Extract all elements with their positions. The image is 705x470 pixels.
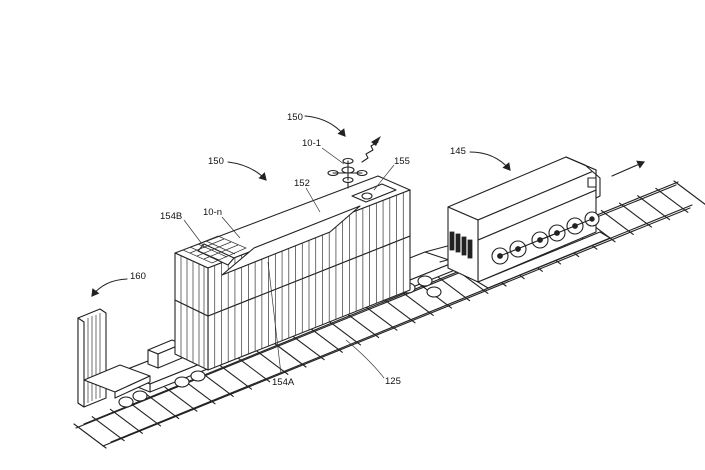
railroad-tie — [400, 290, 434, 317]
railroad-tie — [73, 423, 107, 449]
railroad-ties — [73, 180, 705, 449]
railroad-tie — [255, 349, 289, 375]
railroad-tie — [309, 327, 343, 353]
railroad-tie — [291, 335, 325, 361]
drone-10-1 — [327, 136, 381, 189]
label-10-1: 10-1 — [302, 138, 321, 149]
reference-labels: 150 150 10-1 155 145 152 154B 10-n 160 1… — [91, 112, 511, 388]
railroad-tie — [164, 386, 198, 412]
locomotive-wheels — [491, 211, 600, 265]
railroad-tie — [273, 342, 307, 368]
label-150-left: 150 — [208, 156, 224, 167]
railroad-tie — [91, 416, 125, 442]
car-160 — [77, 308, 183, 408]
railroad-tie — [382, 298, 416, 324]
railroad-tie — [109, 408, 143, 434]
roof-hatch-154B — [182, 235, 247, 264]
label-10-n: 10-n — [203, 207, 222, 218]
railroad-tie — [327, 320, 362, 346]
locomotive-grille — [449, 231, 473, 259]
railroad-tie — [655, 187, 689, 213]
label-152: 152 — [294, 178, 310, 189]
railroad-tie — [346, 312, 380, 339]
label-150-top: 150 — [287, 112, 303, 123]
container-stack — [174, 175, 411, 371]
railroad-tie — [673, 180, 705, 205]
railroad-tie — [364, 305, 398, 331]
label-155: 155 — [394, 156, 410, 167]
railroad-tie — [600, 209, 634, 236]
label-160: 160 — [130, 271, 146, 282]
label-154B: 154B — [160, 211, 182, 222]
railroad-tie — [200, 371, 234, 398]
railroad-tie — [437, 276, 471, 302]
railroad-tie — [637, 195, 671, 221]
railroad-tie — [237, 357, 271, 383]
label-145: 145 — [450, 146, 466, 157]
label-154A: 154A — [272, 377, 295, 388]
railroad-tie — [127, 401, 162, 427]
label-125: 125 — [385, 376, 401, 387]
locomotive-145 — [447, 156, 646, 289]
landing-pad-155 — [351, 183, 397, 203]
container-ribs — [214, 192, 404, 368]
railroad-tie — [618, 202, 653, 228]
railroad-tie — [218, 364, 253, 390]
railroad-tie — [146, 393, 180, 420]
